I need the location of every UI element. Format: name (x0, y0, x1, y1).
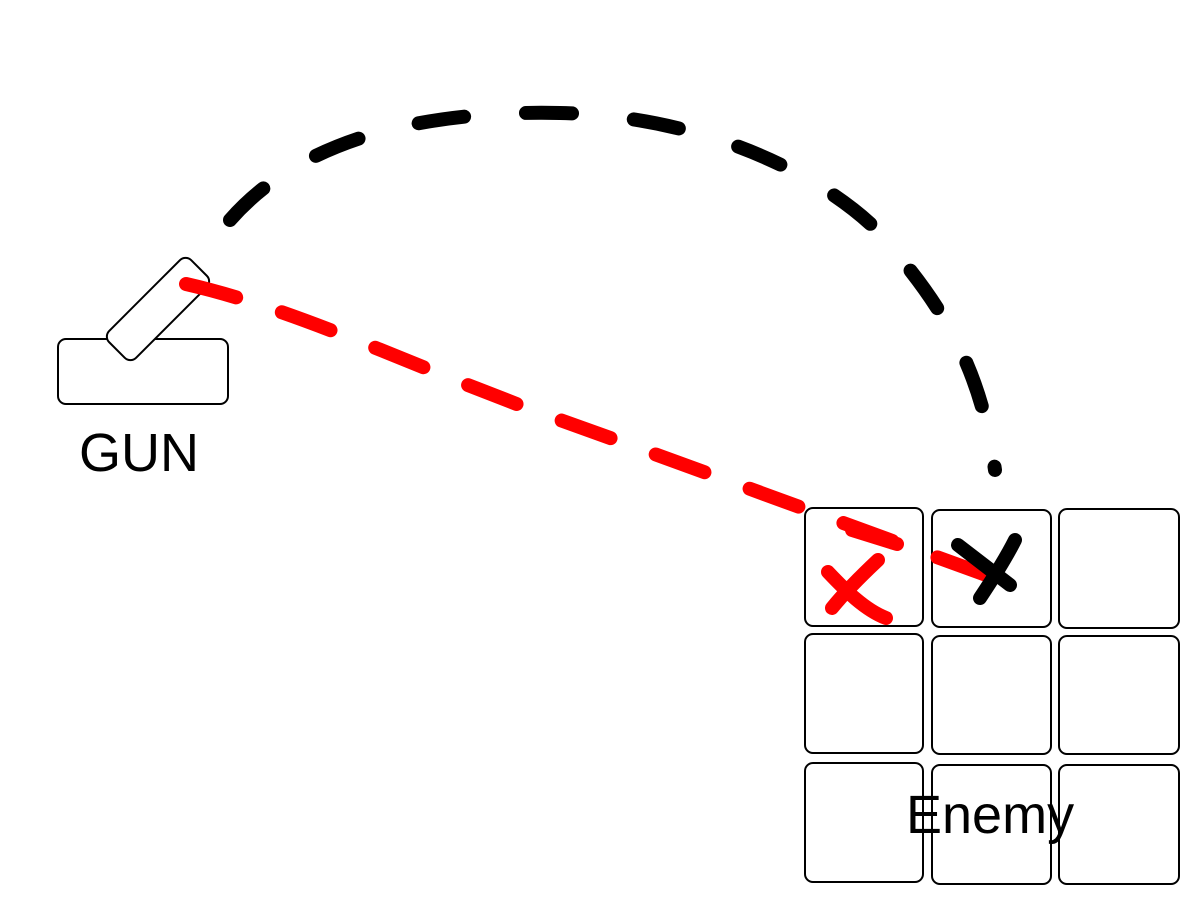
grid-cell (804, 762, 924, 883)
grid-cell (804, 633, 924, 754)
enemy-label: Enemy (906, 785, 1075, 845)
grid-cell (1058, 635, 1180, 755)
grid-cell (1058, 508, 1180, 629)
grid-cell (931, 764, 1052, 885)
high-arc-trajectory (223, 105, 1002, 477)
red-x-mark (821, 523, 904, 625)
grid-cell (931, 635, 1052, 755)
grid-cell (1058, 764, 1180, 885)
gun-label: GUN (79, 423, 199, 483)
black-x-mark (951, 533, 1022, 605)
